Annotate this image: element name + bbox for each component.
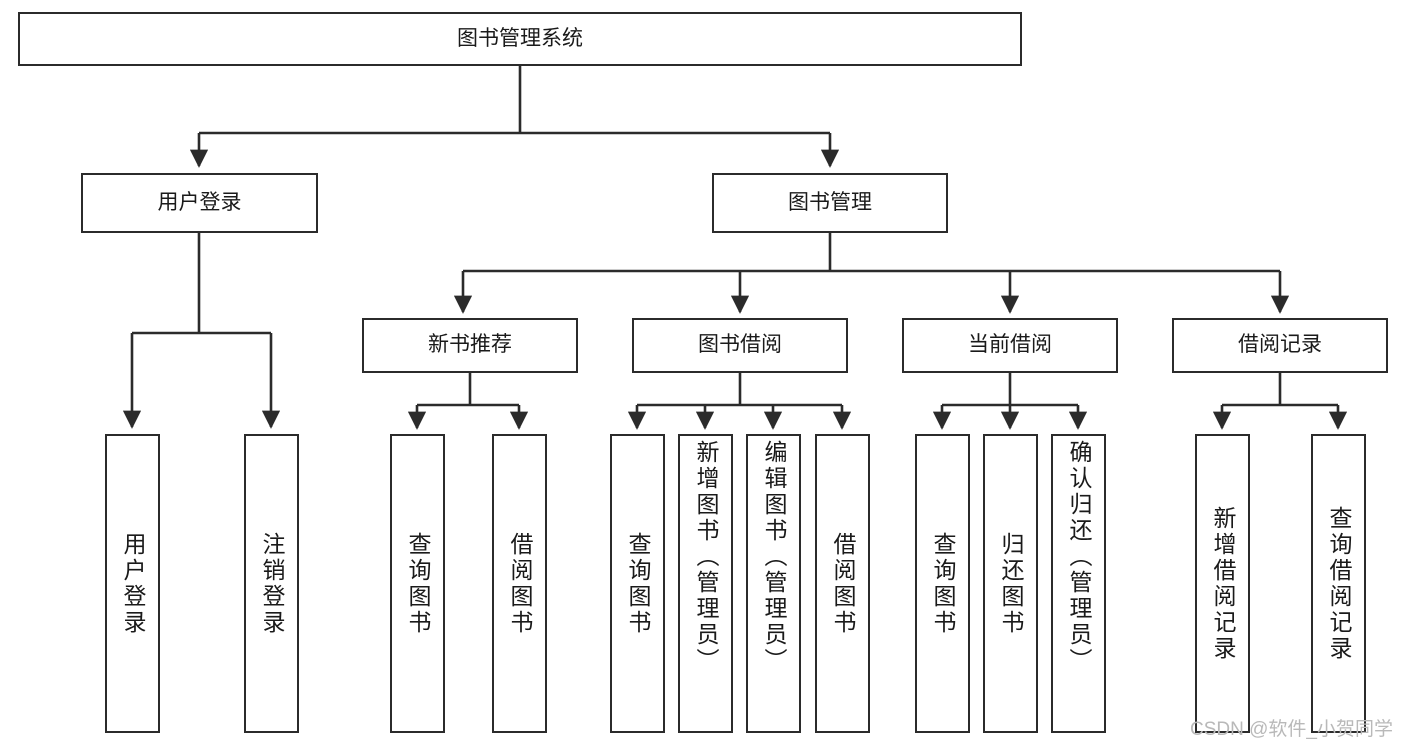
node-new-book-rec[interactable]: 新书推荐 — [362, 318, 578, 373]
watermark: CSDN @软件_小贺同学 — [1190, 719, 1393, 740]
node-leaf-borrow-book-2-label: 借阅图书 — [830, 531, 856, 636]
node-book-borrow[interactable]: 图书借阅 — [632, 318, 848, 373]
node-user-login[interactable]: 用户登录 — [81, 173, 318, 233]
node-leaf-borrow-book-1-label: 借阅图书 — [507, 531, 533, 636]
node-root[interactable]: 图书管理系统 — [18, 12, 1022, 66]
node-leaf-return-book-label: 归还图书 — [998, 531, 1024, 636]
node-leaf-add-book[interactable]: 新增图书（管理员） — [678, 434, 733, 733]
node-leaf-confirm-return[interactable]: 确认归还（管理员） — [1051, 434, 1106, 733]
node-leaf-query-book-2-label: 查询图书 — [625, 531, 651, 636]
node-leaf-edit-book[interactable]: 编辑图书（管理员） — [746, 434, 801, 733]
node-leaf-query-book-3-label: 查询图书 — [930, 531, 956, 636]
node-leaf-confirm-return-label: 确认归还（管理员） — [1066, 440, 1092, 674]
node-leaf-add-record-label: 新增借阅记录 — [1210, 505, 1236, 662]
node-leaf-query-book-1[interactable]: 查询图书 — [390, 434, 445, 733]
node-leaf-query-book-3[interactable]: 查询图书 — [915, 434, 970, 733]
node-leaf-query-book-2[interactable]: 查询图书 — [610, 434, 665, 733]
node-book-manage-label: 图书管理 — [788, 190, 872, 214]
node-leaf-add-book-label: 新增图书（管理员） — [693, 440, 719, 674]
node-user-login-label: 用户登录 — [157, 190, 242, 214]
node-current-borrow[interactable]: 当前借阅 — [902, 318, 1118, 373]
node-leaf-add-record[interactable]: 新增借阅记录 — [1195, 434, 1250, 733]
node-book-borrow-label: 图书借阅 — [698, 333, 782, 357]
node-leaf-user-login-label: 用户登录 — [120, 531, 146, 636]
node-leaf-query-book-1-label: 查询图书 — [405, 531, 431, 636]
node-borrow-record[interactable]: 借阅记录 — [1172, 318, 1388, 373]
node-leaf-borrow-book-1[interactable]: 借阅图书 — [492, 434, 547, 733]
node-leaf-logout-label: 注销登录 — [259, 531, 285, 636]
node-leaf-borrow-book-2[interactable]: 借阅图书 — [815, 434, 870, 733]
node-current-borrow-label: 当前借阅 — [968, 333, 1052, 357]
node-borrow-record-label: 借阅记录 — [1238, 333, 1322, 357]
node-new-book-rec-label: 新书推荐 — [428, 333, 512, 357]
node-leaf-query-record[interactable]: 查询借阅记录 — [1311, 434, 1366, 733]
node-book-manage[interactable]: 图书管理 — [712, 173, 948, 233]
node-leaf-edit-book-label: 编辑图书（管理员） — [761, 440, 787, 674]
node-leaf-query-record-label: 查询借阅记录 — [1326, 505, 1352, 662]
node-leaf-return-book[interactable]: 归还图书 — [983, 434, 1038, 733]
node-leaf-logout[interactable]: 注销登录 — [244, 434, 299, 733]
node-leaf-user-login[interactable]: 用户登录 — [105, 434, 160, 733]
node-root-label: 图书管理系统 — [457, 26, 583, 50]
